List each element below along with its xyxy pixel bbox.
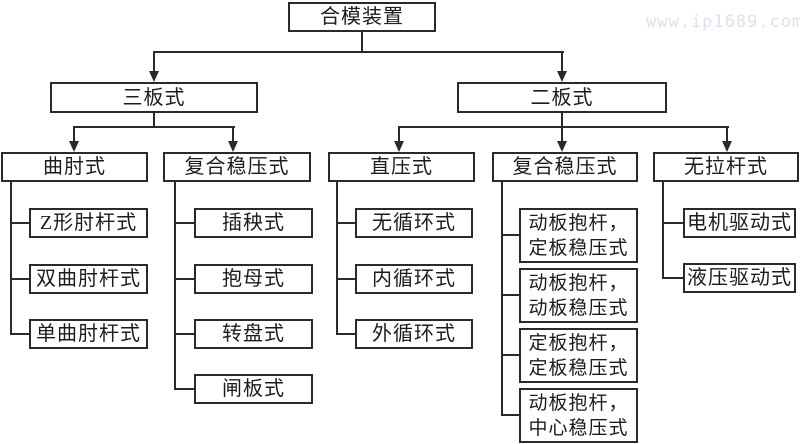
connector-stub — [174, 388, 195, 390]
node-toggle-type: 曲肘式 — [1, 152, 148, 182]
connector-root-trunk — [361, 32, 363, 53]
connector-stub — [501, 234, 520, 236]
watermark: www.ip1689.com — [646, 12, 800, 32]
connector-drop-toggle — [73, 126, 75, 143]
connector-stub — [174, 278, 195, 280]
arrow-down-icon — [557, 141, 567, 152]
node-composite-stabilized-left: 复合稳压式 — [163, 152, 311, 182]
node-moving-clamp-fixed-stabilize: 动板抱杆， 定板稳压式 — [519, 208, 638, 263]
connector-tie-bar-less-spine — [662, 181, 664, 279]
node-label-line1: 动板抱杆， — [528, 212, 629, 234]
node-label-line1: 动板抱杆， — [528, 392, 629, 414]
connector-composite-right-spine — [501, 181, 503, 416]
node-hydraulic-driven: 液压驱动式 — [683, 263, 796, 293]
connector-stub — [174, 222, 195, 224]
connector-direct-spine — [336, 181, 338, 335]
node-clamping-device: 合模装置 — [288, 2, 436, 32]
node-composite-stabilized-right: 复合稳压式 — [492, 152, 638, 182]
connector-drop-two-plate — [561, 51, 563, 73]
connector-three-plate-trunk — [153, 112, 155, 128]
node-moving-clamp-moving-stabilize: 动板抱杆， 动板稳压式 — [519, 268, 638, 323]
node-label-line2: 定板稳压式 — [528, 237, 629, 259]
node-direct-pressure: 直压式 — [328, 152, 475, 182]
node-two-plate: 二板式 — [457, 82, 667, 113]
connector-stub — [336, 278, 356, 280]
connector-drop-tie-bar-less — [726, 126, 728, 143]
node-label-line2: 中心稳压式 — [528, 417, 629, 439]
connector-drop-composite-right — [561, 126, 563, 143]
arrow-down-icon — [557, 71, 567, 82]
node-label-line2: 定板稳压式 — [528, 357, 629, 379]
connector-stub — [501, 354, 520, 356]
node-tie-bar-less: 无拉杆式 — [653, 152, 799, 182]
arrow-down-icon — [722, 141, 732, 152]
node-label-line2: 动板稳压式 — [528, 297, 629, 319]
connector-two-plate-trunk — [561, 112, 563, 128]
connector-stub — [10, 278, 30, 280]
node-label: 定板抱杆， 定板稳压式 — [528, 331, 628, 381]
node-label: 动板抱杆， 动板稳压式 — [528, 271, 628, 321]
connector-stub — [336, 333, 356, 335]
node-double-toggle-lever: 双曲肘杆式 — [29, 264, 148, 294]
node-label: 动板抱杆， 定板稳压式 — [528, 211, 628, 261]
connector-stub — [174, 333, 195, 335]
connector-stub — [10, 333, 30, 335]
connector-right-rail — [398, 126, 729, 128]
node-gate-plate-type: 闸板式 — [194, 374, 313, 404]
node-label-line1: 定板抱杆， — [528, 332, 629, 354]
node-single-toggle-lever: 单曲肘杆式 — [29, 319, 148, 349]
node-motor-driven: 电机驱动式 — [683, 208, 796, 238]
connector-drop-composite-left — [232, 126, 234, 143]
node-transplanter-type: 插秧式 — [194, 208, 313, 238]
node-turntable-type: 转盘式 — [194, 319, 313, 349]
connector-stub — [10, 222, 30, 224]
connector-stub — [662, 277, 684, 279]
connector-drop-direct — [398, 126, 400, 143]
node-z-toggle-lever: Z形肘杆式 — [29, 208, 148, 238]
node-no-circulation: 无循环式 — [355, 208, 473, 238]
node-moving-clamp-center-stabilize: 动板抱杆， 中心稳压式 — [519, 388, 638, 443]
arrow-down-icon — [149, 71, 159, 82]
node-label-line1: 动板抱杆， — [528, 272, 629, 294]
connector-drop-three-plate — [153, 51, 155, 73]
node-fixed-clamp-fixed-stabilize: 定板抱杆， 定板稳压式 — [519, 328, 638, 383]
connector-composite-left-spine — [174, 181, 176, 390]
connector-stub — [501, 414, 520, 416]
node-label: 动板抱杆， 中心稳压式 — [528, 391, 628, 441]
arrow-down-icon — [228, 141, 238, 152]
arrow-down-icon — [69, 141, 79, 152]
connector-stub — [662, 222, 684, 224]
connector-level2-rail — [153, 51, 564, 53]
connector-stub — [336, 222, 356, 224]
connector-toggle-spine — [10, 181, 12, 335]
node-internal-circulation: 内循环式 — [355, 264, 473, 294]
arrow-down-icon — [394, 141, 404, 152]
node-three-plate: 三板式 — [50, 82, 258, 113]
connector-left-rail — [73, 126, 235, 128]
node-external-circulation: 外循环式 — [355, 319, 473, 349]
node-clamp-nut-type: 抱母式 — [194, 264, 313, 294]
connector-stub — [501, 294, 520, 296]
